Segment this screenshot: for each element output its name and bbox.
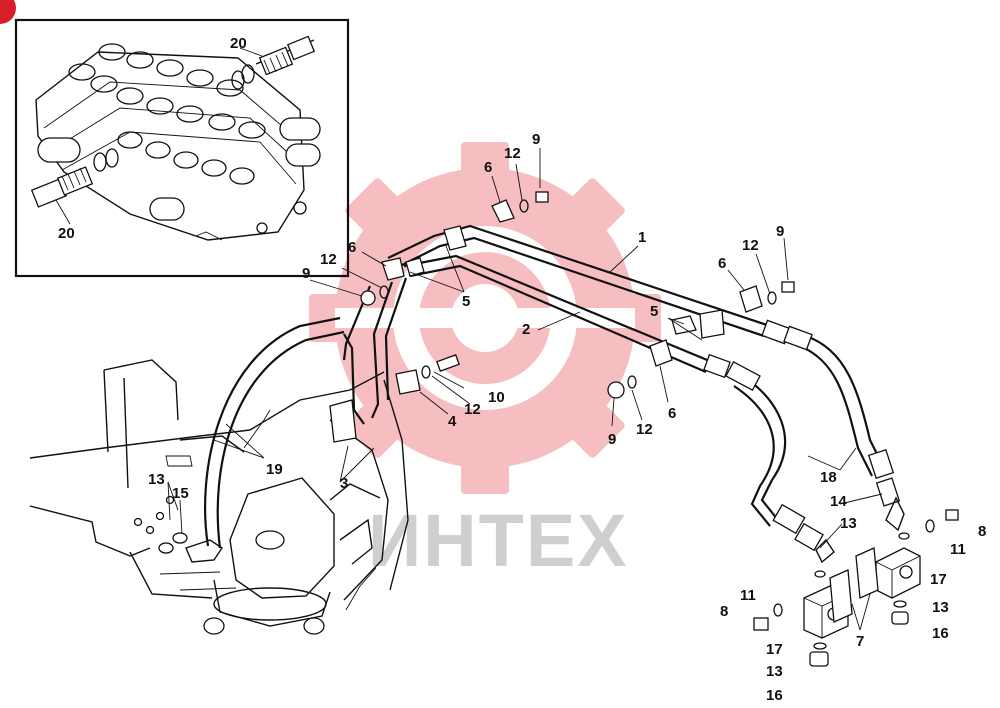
- callout-16-bottom: 16: [766, 687, 783, 704]
- callout-13-right: 13: [932, 599, 949, 616]
- callout-12-mid: 12: [464, 401, 481, 418]
- page-marker-dot: [0, 0, 16, 24]
- callout-19: 19: [266, 461, 283, 478]
- pipe-risers: [342, 277, 408, 425]
- callout-labels: 1 2 3 4 5 5 6 6 6 6 7 8 8 9 9 9 9 10 11 …: [58, 35, 986, 704]
- callout-11-right: 11: [950, 541, 966, 558]
- callout-7: 7: [856, 633, 864, 650]
- callout-16-right: 16: [932, 625, 949, 642]
- callout-14: 14: [830, 493, 847, 510]
- callout-2: 2: [522, 321, 530, 338]
- hoses-18: [703, 319, 905, 564]
- callout-9-mid: 9: [608, 431, 616, 448]
- callout-10: 10: [488, 389, 505, 406]
- callout-9-top: 9: [532, 131, 540, 148]
- callout-5-right: 5: [650, 303, 658, 320]
- bolts-washers: [360, 191, 795, 399]
- callout-6-left: 6: [348, 239, 356, 256]
- callout-3: 3: [340, 475, 348, 492]
- callout-13-left: 13: [148, 471, 165, 488]
- callout-5-upper: 5: [462, 293, 470, 310]
- callout-9-left: 9: [302, 265, 310, 282]
- callout-6-right: 6: [718, 255, 726, 272]
- hoses-19: [158, 316, 345, 563]
- callout-20-top: 20: [230, 35, 247, 52]
- callout-4: 4: [448, 413, 457, 430]
- callout-12-left: 12: [320, 251, 337, 268]
- callout-13-bottom: 13: [766, 663, 783, 680]
- callout-12-right: 12: [742, 237, 759, 254]
- callout-6-top: 6: [484, 159, 492, 176]
- callout-6-mid: 6: [668, 405, 676, 422]
- machine-frame: [29, 359, 409, 635]
- callout-8-right: 8: [978, 523, 986, 540]
- valve-blocks: [753, 509, 959, 667]
- callout-1: 1: [638, 229, 646, 246]
- callout-8-left: 8: [720, 603, 728, 620]
- callout-12-top: 12: [504, 145, 521, 162]
- leader-lines: [55, 47, 883, 631]
- callout-17-right: 17: [930, 571, 947, 588]
- fitting-20-bottom: [30, 148, 119, 208]
- callout-15: 15: [172, 485, 189, 502]
- clamps: [329, 199, 763, 443]
- callout-11-left: 11: [740, 587, 756, 604]
- callout-12-low: 12: [636, 421, 653, 438]
- watermark-text: ИНТЕХ: [368, 499, 629, 582]
- valve-inset: [14, 18, 350, 278]
- callout-20-bottom: 20: [58, 225, 75, 242]
- callout-13-center: 13: [840, 515, 857, 532]
- callout-17-left: 17: [766, 641, 783, 658]
- fitting-20-top: [231, 35, 316, 90]
- callout-9-right: 9: [776, 223, 784, 240]
- callout-18: 18: [820, 469, 837, 486]
